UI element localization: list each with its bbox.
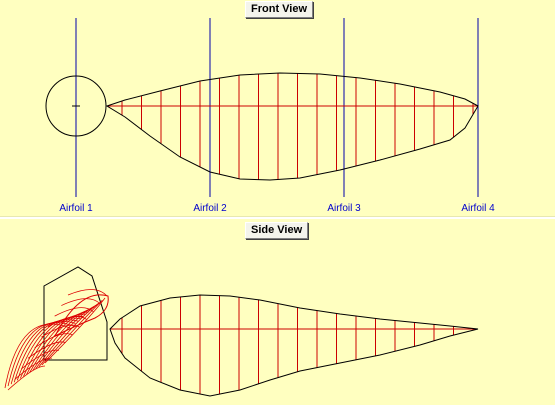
wireframe-blade-line: [13, 319, 79, 383]
view-divider: [0, 216, 555, 219]
wireframe-cross-line: [27, 341, 66, 359]
wireframe-blade-line: [35, 304, 98, 370]
propeller-wireframe: [4, 289, 109, 391]
wireframe-blade-line: [10, 320, 76, 385]
wireframe-cross-line: [54, 307, 94, 317]
wireframe-blade-line: [16, 317, 81, 381]
wireframe-blade-line: [4, 323, 71, 389]
side-body-outline: [109, 294, 479, 397]
side-nose-outline: [43, 266, 108, 361]
side-view-canvas: [4, 266, 479, 397]
front-view-panel: Front View Airfoil 1 Airfoil 2 Airfoil 3…: [45, 1, 495, 214]
side-view-title: Side View: [245, 222, 309, 239]
wireframe-cross-line: [67, 289, 108, 297]
front-view-canvas: [45, 18, 479, 197]
wireframe-blade-line: [32, 306, 95, 371]
airfoil-3-label: Airfoil 3: [327, 203, 361, 214]
front-view-title: Front View: [245, 1, 314, 18]
front-rib-lines: [121, 73, 474, 180]
wireframe-cross-line: [47, 316, 87, 328]
airfoil-4-label: Airfoil 4: [461, 203, 495, 214]
wireframe-cross-line: [34, 333, 73, 349]
airfoil-1-label: Airfoil 1: [59, 203, 93, 214]
wireframe-cross-line: [41, 324, 80, 338]
side-view-panel: Side View: [0, 218, 555, 405]
wireframe-cross-line: [7, 365, 46, 391]
front-body-outline: [105, 72, 479, 181]
wireframe-cross-line: [14, 357, 52, 380]
wireframe-hub-outline: [53, 294, 109, 338]
side-rib-lines: [121, 295, 474, 395]
wireframe-cross-line: [61, 298, 101, 306]
wireframe-cross-line: [21, 349, 59, 370]
wireframe-blade-line: [23, 313, 87, 377]
wireframe-blade-line: [44, 297, 106, 364]
front-nose-circle: [45, 75, 107, 137]
airfoil-2-label: Airfoil 2: [193, 203, 227, 214]
